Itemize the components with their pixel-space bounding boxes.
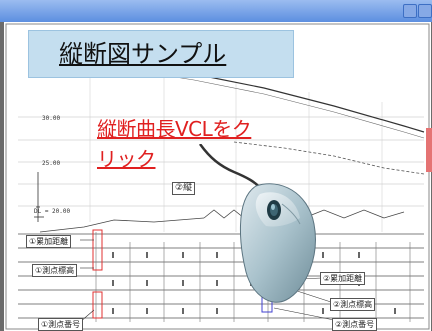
click-instruction: 縦断曲長VCLをク リック bbox=[97, 114, 252, 174]
slide-title-box: 縦断図サンプル bbox=[28, 30, 294, 78]
row-label-station-elevation-1: ①測点標高 bbox=[32, 264, 78, 277]
instruction-line-2: リック bbox=[97, 147, 156, 171]
profile-drawing: 30.00 25.00 DL = 20.00 ②縦 ①累加距離 ①測点標高 ①測… bbox=[4, 22, 431, 331]
minimize-icon[interactable] bbox=[403, 4, 417, 18]
slide-title: 縦断図サンプル bbox=[59, 40, 227, 68]
maximize-icon[interactable] bbox=[418, 4, 432, 18]
section-label: ②縦 bbox=[172, 182, 196, 195]
window-titlebar[interactable] bbox=[0, 0, 432, 22]
row-label-station-number-2: ②測点番号 bbox=[332, 318, 378, 331]
datum-level-label: DL = 20.00 bbox=[34, 208, 71, 215]
row-label-cumulative-distance-1: ①累加距離 bbox=[26, 235, 72, 248]
instruction-line-1: 縦断曲長VCLをク bbox=[97, 117, 252, 141]
row-label-station-number-1: ①測点番号 bbox=[38, 318, 84, 331]
elevation-label-30: 30.00 bbox=[42, 115, 61, 122]
side-tab bbox=[426, 128, 432, 172]
mouse-icon bbox=[198, 144, 316, 303]
row-label-station-elevation-2: ②測点標高 bbox=[330, 298, 376, 311]
elevation-label-25: 25.00 bbox=[42, 160, 61, 167]
row-label-cumulative-distance-2: ②累加距離 bbox=[320, 272, 366, 285]
